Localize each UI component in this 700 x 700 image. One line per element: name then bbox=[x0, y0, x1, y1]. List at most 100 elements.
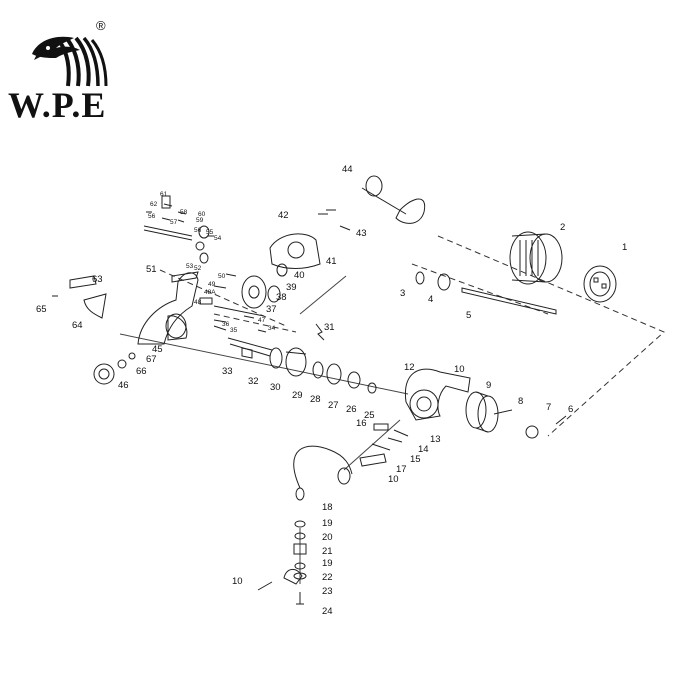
part-13-pin bbox=[393, 429, 409, 437]
part-15-pin bbox=[371, 443, 391, 451]
label-49: 49 bbox=[208, 281, 216, 288]
label-64: 64 bbox=[72, 320, 83, 331]
part-9-sleeve bbox=[465, 391, 499, 433]
part-53-washer bbox=[195, 241, 205, 251]
label-31: 31 bbox=[324, 322, 335, 333]
label-8: 8 bbox=[518, 396, 523, 407]
label-63: 63 bbox=[92, 274, 103, 285]
label-4: 4 bbox=[428, 294, 433, 305]
label-45: 45 bbox=[152, 344, 163, 355]
label-5: 5 bbox=[466, 310, 471, 321]
label-60: 60 bbox=[198, 211, 206, 218]
label-30: 30 bbox=[270, 382, 281, 393]
part-14-spring bbox=[387, 437, 403, 443]
label-33: 33 bbox=[222, 366, 233, 377]
eagle-logo bbox=[32, 36, 108, 87]
label-13: 13 bbox=[430, 434, 441, 445]
part-33-worm-shaft bbox=[227, 337, 273, 357]
part-10-screw-c bbox=[257, 581, 273, 591]
part-64-bracket bbox=[83, 293, 107, 319]
part-45-frame bbox=[137, 272, 199, 345]
label-2: 2 bbox=[560, 222, 565, 233]
part-66-washer bbox=[117, 359, 127, 369]
label-47: 47 bbox=[258, 317, 266, 324]
brand-name: W.P.E bbox=[8, 85, 107, 125]
part-8-screw bbox=[493, 409, 513, 415]
part-48-block bbox=[199, 297, 213, 305]
label-18: 18 bbox=[322, 502, 333, 513]
part-60-screw bbox=[177, 211, 187, 215]
label-34: 34 bbox=[268, 325, 276, 332]
part-50-screw bbox=[225, 273, 237, 277]
label-56a: 56 bbox=[148, 213, 156, 220]
part-47-pin bbox=[243, 315, 255, 319]
label-35: 35 bbox=[230, 327, 238, 334]
label-25: 25 bbox=[364, 410, 375, 421]
part-44-handle bbox=[361, 175, 426, 224]
label-23: 23 bbox=[322, 586, 333, 597]
label-29: 29 bbox=[292, 390, 303, 401]
part-19b-washer bbox=[294, 562, 306, 570]
label-66: 66 bbox=[136, 366, 147, 377]
label-26: 26 bbox=[346, 404, 357, 415]
label-10c: 10 bbox=[232, 576, 243, 587]
part-38-gear bbox=[241, 275, 267, 309]
part-39-bearing bbox=[267, 285, 281, 303]
part-19-washer bbox=[294, 520, 306, 528]
part-55-bearing bbox=[198, 225, 210, 239]
label-6: 6 bbox=[568, 404, 573, 415]
label-20: 20 bbox=[322, 532, 333, 543]
label-16: 16 bbox=[356, 418, 367, 429]
part-62-clip bbox=[163, 203, 173, 207]
part-37-shaft bbox=[213, 305, 265, 317]
label-48: 48 bbox=[194, 299, 202, 306]
part-41-side-cover bbox=[269, 233, 321, 269]
label-28: 28 bbox=[310, 394, 321, 405]
part-46-knob bbox=[93, 363, 115, 385]
part-28-washer bbox=[312, 361, 324, 379]
label-51: 51 bbox=[146, 264, 157, 275]
label-59: 59 bbox=[196, 217, 204, 224]
label-56b: 56 bbox=[194, 227, 202, 234]
label-54: 54 bbox=[214, 235, 222, 242]
part-51-foot bbox=[171, 271, 199, 283]
part-34-pin bbox=[257, 329, 267, 333]
label-61: 61 bbox=[160, 191, 168, 198]
label-38: 38 bbox=[276, 292, 287, 303]
part-26-nut bbox=[347, 371, 361, 389]
label-42: 42 bbox=[278, 210, 289, 221]
part-27-bearing bbox=[326, 363, 342, 385]
label-21: 21 bbox=[322, 546, 333, 557]
part-63-plate bbox=[69, 275, 97, 289]
label-10a: 10 bbox=[454, 364, 465, 375]
part-labels: 1 2 3 4 5 6 7 8 9 10 12 13 14 15 16 17 1… bbox=[36, 164, 627, 617]
label-24: 24 bbox=[322, 606, 333, 617]
part-36-screw bbox=[213, 319, 227, 323]
label-27: 27 bbox=[328, 400, 339, 411]
label-1: 1 bbox=[622, 242, 627, 253]
part-42-screws bbox=[318, 209, 336, 215]
part-40-bearing bbox=[276, 263, 288, 277]
part-24-screw bbox=[296, 592, 304, 605]
label-15: 15 bbox=[410, 454, 421, 465]
part-12-reel-body bbox=[404, 368, 471, 421]
label-41: 41 bbox=[326, 256, 337, 267]
label-52: 52 bbox=[194, 265, 202, 272]
part-31-spring bbox=[315, 323, 325, 341]
part-20-ring bbox=[294, 532, 306, 540]
part-43-screw bbox=[339, 225, 351, 231]
part-2-spool bbox=[509, 231, 563, 285]
label-10b: 10 bbox=[388, 474, 399, 485]
assembly-guide-lines bbox=[159, 235, 665, 437]
label-43: 43 bbox=[356, 228, 367, 239]
label-37: 37 bbox=[266, 304, 277, 315]
label-67: 67 bbox=[146, 354, 157, 365]
part-18-bail-wire bbox=[293, 445, 353, 489]
label-14: 14 bbox=[418, 444, 429, 455]
part-57-rod bbox=[143, 225, 193, 241]
label-17: 17 bbox=[396, 464, 407, 475]
label-62: 62 bbox=[150, 201, 158, 208]
part-7-bearing bbox=[525, 425, 539, 439]
